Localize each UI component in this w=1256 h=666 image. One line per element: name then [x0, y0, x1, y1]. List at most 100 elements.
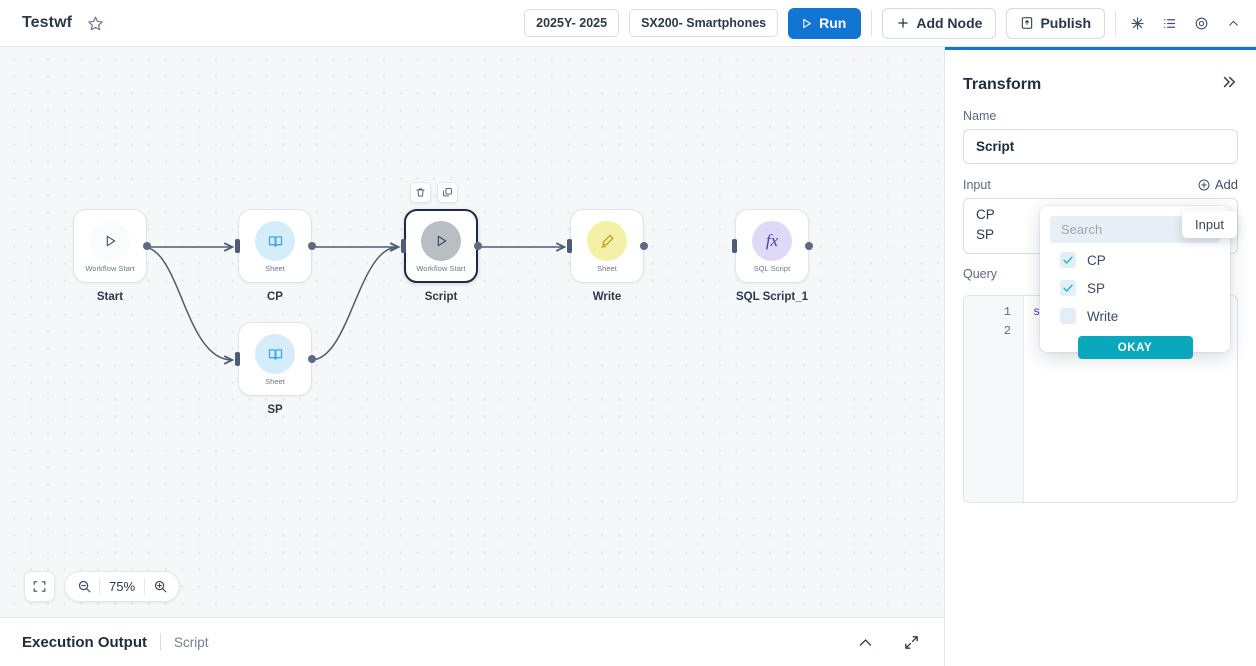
node-start[interactable]: Workflow Start Start	[73, 209, 151, 303]
node-sql-script-output-port[interactable]	[805, 242, 813, 250]
dropdown-item-label: CP	[1087, 252, 1106, 268]
chevron-up-icon[interactable]	[1222, 12, 1244, 34]
node-sp-output-port[interactable]	[308, 355, 316, 363]
node-cp-input-port[interactable]	[235, 239, 240, 253]
panel-title: Transform	[963, 75, 1042, 93]
input-value-sp: SP	[976, 227, 995, 242]
name-label: Name	[963, 109, 997, 123]
play-icon	[803, 18, 811, 28]
query-gutter: 1 2	[964, 296, 1024, 502]
add-node-button[interactable]: Add Node	[882, 7, 997, 39]
node-sql-script[interactable]: fx SQL Script SQL Script_1	[732, 209, 813, 303]
chevron-up-icon[interactable]	[854, 631, 876, 653]
eye-icon[interactable]	[1190, 12, 1212, 34]
node-write-output-port[interactable]	[640, 242, 648, 250]
node-cp-box[interactable]: Sheet	[235, 209, 316, 283]
add-node-label: Add Node	[916, 15, 983, 31]
dropdown-item-label: Write	[1087, 308, 1119, 324]
publish-label: Publish	[1040, 15, 1091, 31]
checkbox-checked-icon[interactable]	[1060, 252, 1076, 268]
zoom-out-icon[interactable]	[69, 572, 99, 601]
top-toolbar: Testwf 2025Y- 2025 SX200- Smartphones Ru…	[0, 0, 1256, 47]
publish-icon	[1022, 17, 1033, 29]
node-write-box[interactable]: Sheet	[567, 209, 648, 283]
node-start-box[interactable]: Workflow Start	[73, 209, 151, 283]
panel-header: Transform	[945, 47, 1256, 96]
panel-accent-bar	[945, 47, 1256, 50]
chevron-double-right-icon[interactable]	[1220, 73, 1238, 96]
toolbar-divider-2	[1115, 10, 1116, 36]
add-label: Add	[1214, 177, 1238, 192]
node-cp-type: Sheet	[265, 264, 285, 273]
duplicate-icon[interactable]	[437, 182, 458, 203]
node-sp[interactable]: Sheet SP	[235, 322, 316, 416]
run-button[interactable]: Run	[788, 7, 862, 39]
checkbox-unchecked-icon[interactable]	[1060, 308, 1076, 324]
node-script-input-port[interactable]	[401, 239, 406, 253]
node-sp-label: SP	[267, 404, 283, 416]
node-sp-box[interactable]: Sheet	[235, 322, 316, 396]
zoom-level[interactable]: 75%	[108, 579, 136, 594]
workflow-edges	[142, 47, 944, 617]
book-icon	[255, 334, 295, 374]
scenario-pill[interactable]: SX200- Smartphones	[629, 9, 779, 37]
fit-screen-icon[interactable]	[24, 571, 55, 602]
bottombar-divider	[160, 633, 161, 651]
list-icon[interactable]	[1158, 12, 1180, 34]
node-start-type: Workflow Start	[85, 264, 135, 273]
expand-diagonal-icon[interactable]	[900, 631, 922, 653]
okay-button[interactable]: OKAY	[1077, 336, 1193, 359]
node-write[interactable]: Sheet Write	[567, 209, 648, 303]
node-cp-output-port[interactable]	[308, 242, 316, 250]
zoom-divider-1	[99, 578, 100, 595]
bottombar-actions	[854, 631, 922, 653]
dropdown-item-label: SP	[1087, 280, 1106, 296]
node-script[interactable]: Workflow Start Script	[401, 182, 482, 303]
node-write-type: Sheet	[597, 264, 617, 273]
star-icon[interactable]	[84, 12, 106, 34]
execution-output-title: Execution Output	[22, 633, 147, 651]
node-sql-script-input-port[interactable]	[732, 239, 737, 253]
node-sql-script-box[interactable]: fx SQL Script	[732, 209, 813, 283]
write-icon	[587, 221, 627, 261]
node-write-input-port[interactable]	[567, 239, 572, 253]
node-script-output-port[interactable]	[474, 242, 482, 250]
toolbar-actions: 2025Y- 2025 SX200- Smartphones Run Add N…	[524, 7, 1256, 39]
input-label-row: Input Add	[945, 164, 1256, 198]
input-label: Input	[963, 177, 991, 192]
node-cp-label: CP	[267, 291, 283, 303]
run-button-label: Run	[819, 15, 847, 31]
dropdown-item-write[interactable]: Write	[1050, 305, 1220, 327]
checkbox-checked-icon[interactable]	[1060, 280, 1076, 296]
node-sp-input-port[interactable]	[235, 352, 240, 366]
node-toolbar	[410, 182, 458, 203]
execution-output-bar: Execution Output Script	[0, 617, 944, 666]
name-input[interactable]: Script	[963, 129, 1238, 164]
node-script-label: Script	[424, 291, 458, 303]
workflow-title: Testwf	[22, 14, 73, 31]
dropdown-item-cp[interactable]: CP	[1050, 249, 1220, 271]
query-label: Query	[963, 267, 998, 281]
node-cp[interactable]: Sheet CP	[235, 209, 316, 303]
delete-icon[interactable]	[410, 182, 431, 203]
snowflake-icon[interactable]	[1126, 12, 1148, 34]
node-script-box[interactable]: Workflow Start	[401, 209, 482, 283]
dropdown-item-sp[interactable]: SP	[1050, 277, 1220, 299]
period-pill[interactable]: 2025Y- 2025	[524, 9, 620, 37]
workflow-canvas[interactable]: Workflow Start Start Sheet CP	[0, 47, 944, 617]
node-sp-type: Sheet	[265, 377, 285, 386]
node-start-output-port[interactable]	[143, 242, 151, 250]
publish-button[interactable]: Publish	[1006, 7, 1105, 39]
line-number: 2	[1003, 324, 1011, 338]
node-start-label: Start	[96, 291, 124, 303]
node-write-label: Write	[592, 291, 622, 303]
plus-icon	[898, 18, 909, 28]
zoom-controls: 75%	[24, 571, 180, 602]
book-icon	[255, 221, 295, 261]
plus-circle-icon	[1198, 179, 1210, 190]
add-input-button[interactable]: Add	[1197, 177, 1238, 192]
toolbar-divider-1	[871, 10, 873, 36]
play-icon	[421, 221, 461, 261]
fx-icon: fx	[752, 221, 792, 261]
zoom-in-icon[interactable]	[145, 572, 175, 601]
